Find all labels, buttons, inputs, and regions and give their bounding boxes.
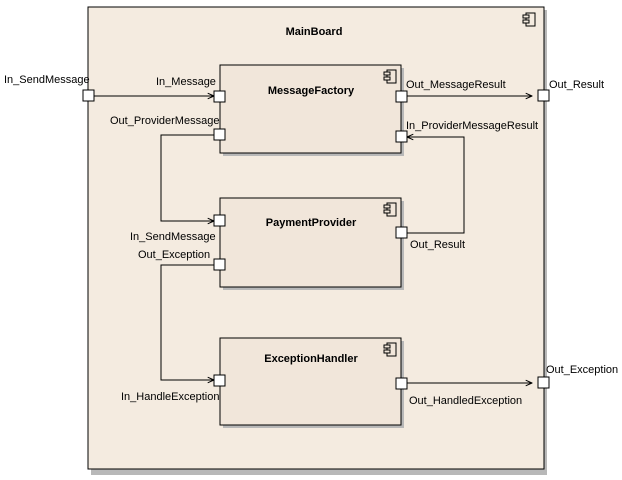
label-in-provider-message-result: In_ProviderMessageResult	[406, 120, 538, 132]
payment-provider-title: PaymentProvider	[266, 217, 357, 229]
component-icon	[522, 12, 536, 27]
label-mainboard-out-result: Out_Result	[549, 79, 604, 91]
port-labels: In_SendMessage Out_Result Out_Exception …	[4, 74, 618, 407]
component-icon	[383, 69, 397, 84]
message-factory-component[interactable]: MessageFactory	[219, 64, 404, 156]
port-in-message[interactable]	[213, 90, 226, 103]
port-mainboard-out-exception[interactable]	[537, 376, 550, 389]
port-out-provider-message[interactable]	[213, 128, 226, 141]
port-out-handled-exception[interactable]	[395, 377, 408, 390]
label-payment-in-send-message: In_SendMessage	[130, 231, 216, 243]
label-out-message-result: Out_MessageResult	[406, 79, 506, 91]
port-mainboard-out-result[interactable]	[537, 89, 550, 102]
label-in-message: In_Message	[156, 76, 216, 88]
exception-handler-component[interactable]: ExceptionHandler	[219, 337, 404, 428]
port-in-handle-exception[interactable]	[213, 374, 226, 387]
connector-out-result	[407, 137, 465, 234]
ports	[82, 89, 550, 390]
port-payment-in-send-message[interactable]	[213, 214, 226, 227]
payment-provider-component[interactable]: PaymentProvider	[219, 197, 404, 290]
port-in-provider-message-result[interactable]	[395, 130, 408, 143]
mainboard-title: MainBoard	[286, 26, 343, 38]
connectors	[94, 96, 532, 383]
port-mainboard-in-send-message[interactable]	[82, 89, 95, 102]
label-in-handle-exception: In_HandleException	[121, 391, 219, 403]
label-payment-out-result: Out_Result	[410, 239, 465, 251]
label-payment-out-exception: Out_Exception	[138, 249, 210, 261]
connector-out-provider-message	[160, 134, 214, 221]
port-out-message-result[interactable]	[395, 90, 408, 103]
port-payment-out-result[interactable]	[395, 226, 408, 239]
connector-out-exception	[160, 264, 214, 380]
port-payment-out-exception[interactable]	[213, 258, 226, 271]
label-mainboard-out-exception: Out_Exception	[546, 364, 618, 376]
component-icon	[383, 202, 397, 217]
component-icon	[383, 342, 397, 357]
label-out-provider-message: Out_ProviderMessage	[110, 115, 219, 127]
label-mainboard-in-send-message: In_SendMessage	[4, 74, 90, 86]
exception-handler-title: ExceptionHandler	[264, 353, 358, 365]
label-out-handled-exception: Out_HandledException	[409, 395, 522, 407]
message-factory-title: MessageFactory	[268, 85, 355, 97]
